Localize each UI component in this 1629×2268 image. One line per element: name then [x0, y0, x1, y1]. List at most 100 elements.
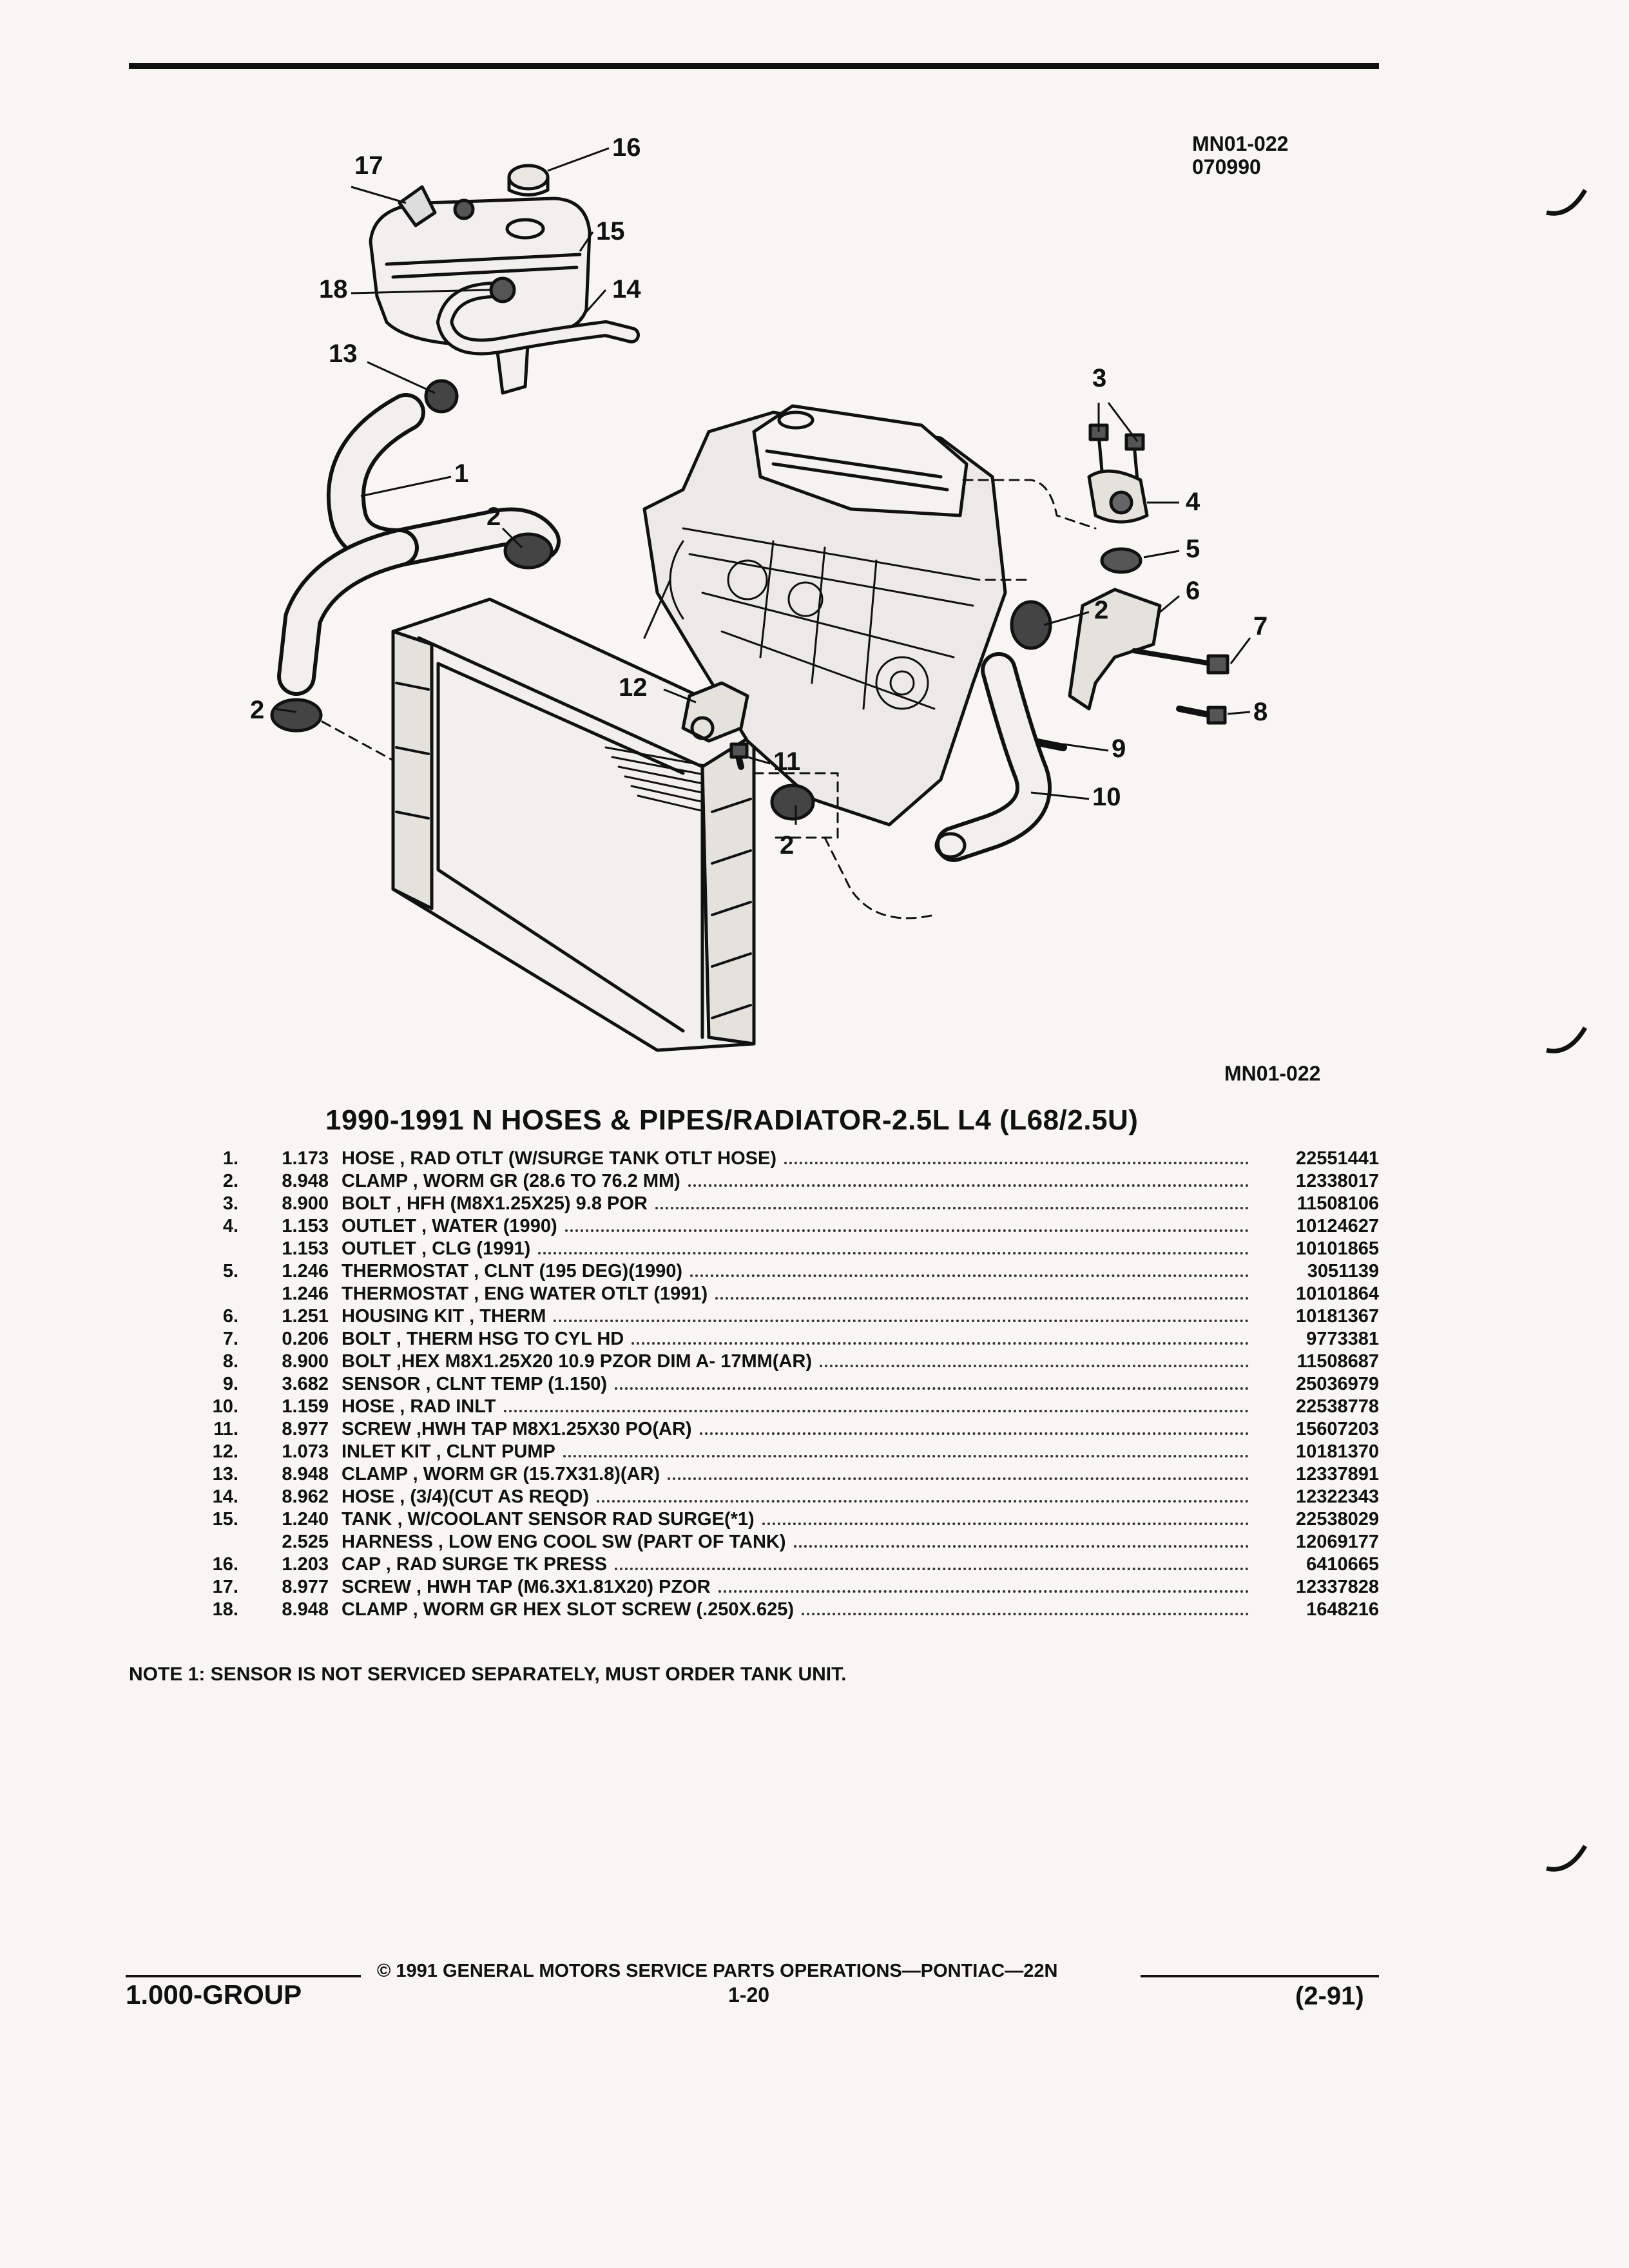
callout-14: 14: [612, 275, 641, 303]
part-catalog-number: 12337828: [1295, 1577, 1379, 1597]
part-catalog-number: 11508687: [1296, 1351, 1379, 1372]
bolts-3: [1088, 423, 1145, 482]
part-description: OUTLET , WATER (1990): [342, 1216, 557, 1236]
footer-rule-right: [1141, 1975, 1379, 1977]
part-catalog-number: 12322343: [1295, 1486, 1379, 1507]
part-group-code: 8.900: [282, 1351, 329, 1372]
part-number-index: 2.: [222, 1171, 238, 1191]
leader-dots: [631, 1342, 1249, 1345]
part-group-code: 1.159: [282, 1396, 329, 1417]
part-number-index: 1.: [222, 1148, 238, 1169]
leader-dots: [715, 1297, 1249, 1300]
callout-2: 2: [487, 503, 501, 531]
part-catalog-number: 22538029: [1295, 1509, 1379, 1530]
leader-dots: [615, 1387, 1249, 1390]
leader-dots: [597, 1500, 1249, 1503]
leader-dots: [690, 1274, 1249, 1277]
part-group-code: 1.246: [282, 1283, 329, 1304]
part-group-code: 8.962: [282, 1486, 329, 1507]
part-catalog-number: 12069177: [1295, 1532, 1379, 1552]
footnote: NOTE 1: SENSOR IS NOT SERVICED SEPARATEL…: [129, 1664, 847, 1685]
leader-dots: [563, 1455, 1249, 1457]
part-number-index: 18.: [212, 1599, 238, 1620]
part-catalog-number: 12338017: [1295, 1171, 1379, 1191]
part-catalog-number: 25036979: [1295, 1374, 1379, 1394]
part-description: HOSE , RAD OTLT (W/SURGE TANK OTLT HOSE): [342, 1148, 777, 1169]
callout-16: 16: [612, 133, 641, 162]
callout-1: 1: [454, 459, 468, 488]
part-description: INLET KIT , CLNT PUMP: [342, 1441, 555, 1462]
part-group-code: 1.073: [282, 1441, 329, 1462]
part-number-index: 16.: [212, 1554, 238, 1575]
leader-dots: [718, 1590, 1249, 1593]
part-description: SCREW ,HWH TAP M8X1.25X30 PO(AR): [342, 1419, 692, 1439]
part-group-code: 8.900: [282, 1193, 329, 1214]
leader-dots: [554, 1320, 1249, 1322]
part-number-index: 8.: [222, 1351, 238, 1372]
bolt-8: [1176, 706, 1215, 718]
part-description: BOLT ,HEX M8X1.25X20 10.9 PZOR DIM A- 17…: [342, 1351, 812, 1372]
ref-date: 070990: [1192, 155, 1261, 178]
parts-title: 1990-1991 N HOSES & PIPES/RADIATOR-2.5L …: [325, 1104, 1139, 1136]
clamp-13: [424, 379, 459, 414]
part-number-index: 13.: [212, 1464, 238, 1485]
part-number-index: 11.: [213, 1419, 238, 1439]
part-description: SCREW , HWH TAP (M6.3X1.81X20) PZOR: [342, 1577, 711, 1597]
part-description: BOLT , HFH (M8X1.25X25) 9.8 POR: [342, 1193, 648, 1214]
callout-2-right: 2: [1094, 596, 1108, 624]
leader-dots: [538, 1252, 1249, 1254]
part-number-index: 6.: [222, 1306, 238, 1327]
part-group-code: 1.153: [282, 1238, 329, 1259]
bolt-7: [1132, 648, 1214, 666]
part-description: SENSOR , CLNT TEMP (1.150): [342, 1374, 607, 1394]
part-group-code: 1.173: [282, 1148, 329, 1169]
callout-13: 13: [329, 340, 358, 368]
callout-4: 4: [1186, 488, 1200, 516]
part-description: CLAMP , WORM GR (28.6 TO 76.2 MM): [342, 1171, 680, 1191]
part-description: BOLT , THERM HSG TO CYL HD: [342, 1329, 624, 1349]
housing-6: [1068, 588, 1162, 711]
part-group-code: 0.206: [282, 1329, 329, 1349]
callout-3: 3: [1092, 364, 1106, 392]
leader-dots: [614, 1568, 1249, 1570]
leader-dots: [503, 1410, 1249, 1412]
leader-dots: [699, 1432, 1249, 1435]
callout-8: 8: [1253, 698, 1268, 726]
part-description: TANK , W/COOLANT SENSOR RAD SURGE(*1): [342, 1509, 755, 1530]
part-catalog-number: 10181370: [1295, 1441, 1379, 1462]
footer-revision: (2-91): [1295, 1982, 1364, 2010]
footer-copyright: © 1991 GENERAL MOTORS SERVICE PARTS OPER…: [377, 1961, 1058, 1981]
punch-mark-icon: [1546, 1845, 1588, 1872]
part-catalog-number: 22551441: [1295, 1148, 1379, 1169]
part-group-code: 8.948: [282, 1464, 329, 1485]
reference-code: MN01-022 070990: [1192, 132, 1288, 178]
part-catalog-number: 22538778: [1295, 1396, 1379, 1417]
part-group-code: 1.203: [282, 1554, 329, 1575]
callout-10: 10: [1092, 783, 1121, 811]
leader-dots: [762, 1523, 1249, 1525]
part-group-code: 3.682: [282, 1374, 329, 1394]
punch-mark-icon: [1546, 189, 1588, 216]
part-number-index: 14.: [212, 1486, 238, 1507]
part-catalog-number: 9773381: [1306, 1329, 1379, 1349]
diagram-svg: 1 2 2 2 2 3 4 5 6 7 8 9 10 11 12 13 14 1…: [250, 133, 1268, 1052]
part-group-code: 1.240: [282, 1509, 329, 1530]
surge-cap: [507, 164, 550, 191]
part-catalog-number: 10181367: [1295, 1306, 1379, 1327]
part-group-code: 8.948: [282, 1171, 329, 1191]
part-group-code: 1.246: [282, 1261, 329, 1282]
callout-2-lower: 2: [780, 831, 794, 860]
part-catalog-number: 6410665: [1306, 1554, 1379, 1575]
footer-group: 1.000-GROUP: [126, 1979, 302, 2010]
